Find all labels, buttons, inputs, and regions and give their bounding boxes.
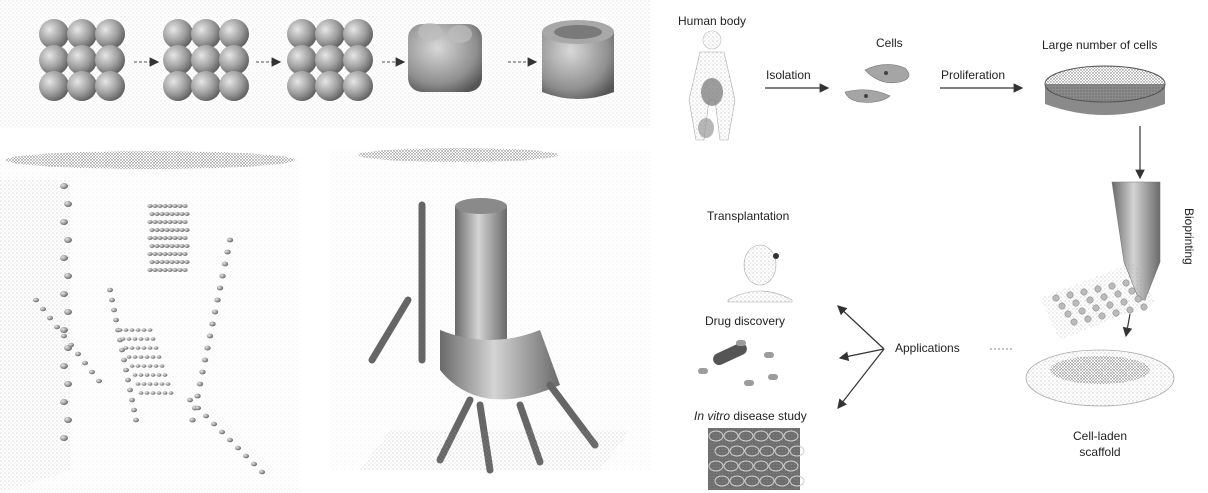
cell-icon [845, 64, 909, 102]
label-human-body: Human body [678, 14, 746, 28]
label-in-vitro: In vitro [694, 409, 730, 423]
label-large-number-of-cells: Large number of cells [1042, 38, 1157, 52]
label-cells: Cells [876, 36, 903, 50]
scaffold-dish-icon [1026, 350, 1174, 406]
spheroid-cluster-icon [163, 19, 249, 101]
label-isolation: Isolation [766, 68, 811, 82]
vascular-construct-icon [330, 148, 650, 470]
label-transplantation: Transplantation [707, 209, 789, 223]
tissue-micrograph-icon [708, 428, 804, 490]
nozzle-to-scaffold-arrow [1126, 314, 1130, 336]
petri-dish-icon [1045, 66, 1165, 115]
label-bioprinting: Bioprinting [1182, 208, 1196, 265]
fused-tissue-icon [408, 23, 482, 92]
label-scaffold: scaffold [1060, 445, 1140, 459]
label-drug-discovery: Drug discovery [705, 314, 785, 328]
fused-tissue-icon [542, 20, 614, 99]
print-nozzle-icon [1040, 182, 1160, 340]
applications-arrows [838, 306, 884, 408]
spheroid-cluster-icon [287, 19, 373, 101]
bioprinted-branching-vessel-icon [0, 151, 300, 493]
label-disease-study: disease study [730, 409, 807, 423]
label-applications: Applications [895, 341, 960, 355]
label-cell-laden: Cell-laden [1060, 429, 1140, 443]
label-proliferation: Proliferation [941, 68, 1005, 82]
capsule-icon [698, 340, 778, 386]
spheroid-cluster-icon [39, 19, 125, 101]
head-silhouette-icon [728, 245, 792, 302]
spheroid-fusion-strip [0, 0, 650, 128]
human-body-icon [689, 31, 735, 140]
label-in-vitro-disease-study: In vitro disease study [694, 409, 807, 423]
